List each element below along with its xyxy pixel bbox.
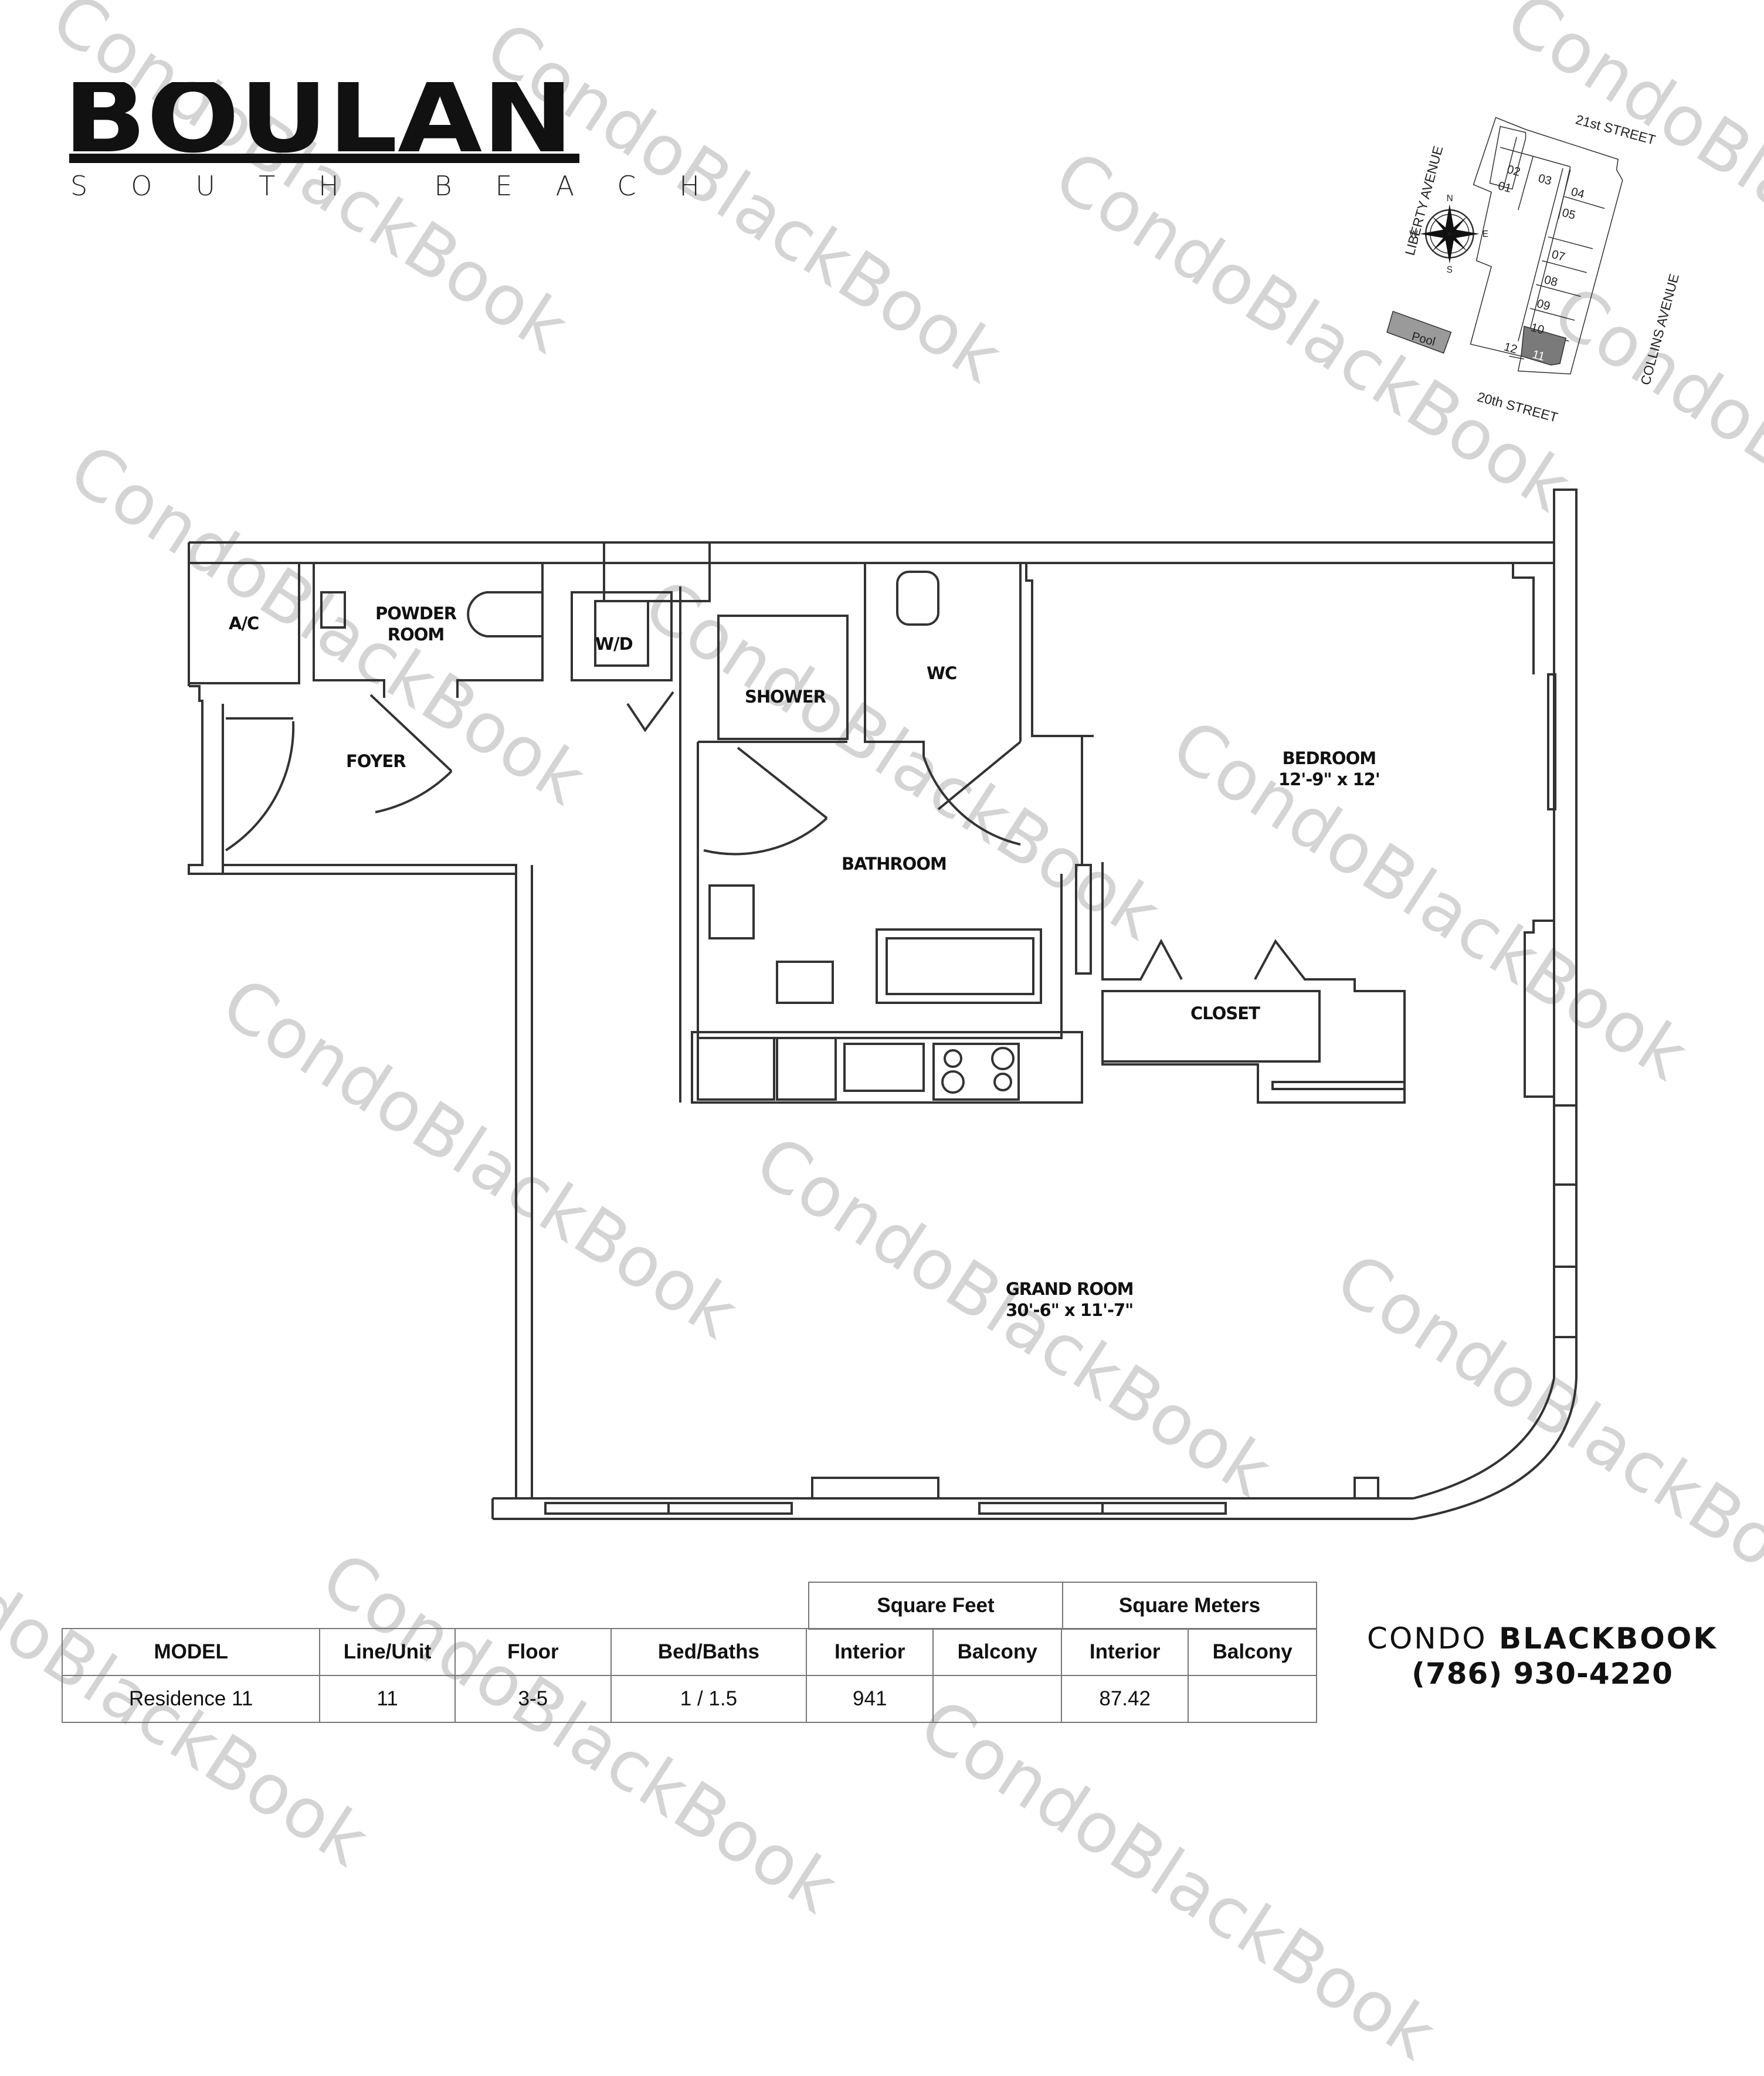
condo-blackbook-contact: CONDO BLACKBOOK (786) 930-4220	[1343, 1622, 1742, 1691]
room-label-powder-room: POWDER ROOM	[375, 603, 457, 645]
col-line-unit: Line/Unit	[319, 1628, 456, 1676]
room-label-foyer: FOYER	[346, 751, 406, 771]
group-header-square-feet: Square Feet	[808, 1582, 1063, 1630]
svg-text:10: 10	[1529, 321, 1546, 337]
col-sqft-balcony: Balcony	[932, 1628, 1062, 1676]
col-floor: Floor	[454, 1628, 612, 1676]
room-label-wd: W/D	[595, 634, 633, 654]
svg-text:N: N	[1447, 194, 1453, 203]
room-label-ac: A/C	[229, 613, 259, 633]
powder-room-line1: POWDER	[375, 603, 457, 623]
svg-text:03: 03	[1537, 172, 1553, 188]
col-bed-baths: Bed/Baths	[610, 1628, 808, 1676]
svg-text:08: 08	[1543, 273, 1559, 289]
cell-floor: 3-5	[454, 1675, 612, 1723]
col-sqft-interior: Interior	[806, 1628, 934, 1676]
cell-sqft-balcony	[932, 1675, 1062, 1723]
pool-shape	[1386, 310, 1452, 354]
cell-line-unit: 11	[319, 1675, 456, 1723]
grand-room-name: GRAND ROOM	[1006, 1279, 1134, 1299]
brand-part1: CONDO	[1367, 1622, 1487, 1656]
col-sqm-balcony: Balcony	[1188, 1628, 1317, 1676]
spec-table: MODEL Line/Unit Floor Bed/Baths Interior…	[61, 1628, 1317, 1723]
svg-text:S: S	[1447, 265, 1453, 275]
cell-model: Residence 11	[61, 1675, 321, 1723]
highlighted-unit	[1521, 325, 1567, 366]
svg-text:W: W	[1409, 229, 1418, 239]
cell-sqft-interior: 941	[806, 1675, 934, 1723]
svg-text:E: E	[1483, 229, 1488, 239]
svg-text:07: 07	[1550, 248, 1566, 264]
room-label-shower: SHOWER	[745, 687, 826, 707]
svg-text:09: 09	[1535, 297, 1552, 313]
col-sqm-interior: Interior	[1060, 1628, 1189, 1676]
svg-text:12: 12	[1502, 341, 1519, 357]
svg-text:02: 02	[1505, 163, 1522, 179]
spec-table-header-row: MODEL Line/Unit Floor Bed/Baths Interior…	[61, 1628, 1317, 1676]
powder-room-line2: ROOM	[387, 625, 445, 644]
cell-bed-baths: 1 / 1.5	[610, 1675, 808, 1723]
cell-sqm-interior: 87.42	[1060, 1675, 1189, 1723]
room-label-wc: WC	[927, 663, 957, 683]
compass-icon: N S W E	[1409, 194, 1488, 275]
table-row: Residence 11 11 3-5 1 / 1.5 941 87.42	[61, 1675, 1317, 1723]
brand-part2: BLACKBOOK	[1498, 1622, 1718, 1656]
contact-brand: CONDO BLACKBOOK	[1343, 1622, 1742, 1656]
svg-text:05: 05	[1561, 206, 1577, 222]
svg-text:01: 01	[1497, 179, 1513, 195]
group-header-square-meters: Square Meters	[1062, 1582, 1317, 1630]
room-label-bedroom: BEDROOM 12'-9" x 12'	[1278, 748, 1380, 790]
room-label-grand-room: GRAND ROOM 30'-6" x 11'-7"	[1006, 1278, 1134, 1321]
grand-room-dimensions: 30'-6" x 11'-7"	[1006, 1300, 1134, 1320]
room-label-closet: CLOSET	[1190, 1003, 1260, 1023]
room-label-bathroom: BATHROOM	[842, 854, 947, 874]
key-plan: Pool 02 01 03 04 05 07 08 09 10 12 11 21…	[1386, 111, 1682, 425]
spec-table-group-header: Square Feet Square Meters	[808, 1582, 1317, 1630]
col-model: MODEL	[61, 1628, 321, 1676]
svg-text:04: 04	[1570, 185, 1586, 201]
bedroom-dimensions: 12'-9" x 12'	[1278, 769, 1380, 789]
floor-plan-drawing	[188, 489, 1578, 1520]
contact-phone[interactable]: (786) 930-4220	[1412, 1657, 1673, 1691]
cell-sqm-balcony	[1188, 1675, 1317, 1723]
bedroom-name: BEDROOM	[1282, 748, 1376, 768]
